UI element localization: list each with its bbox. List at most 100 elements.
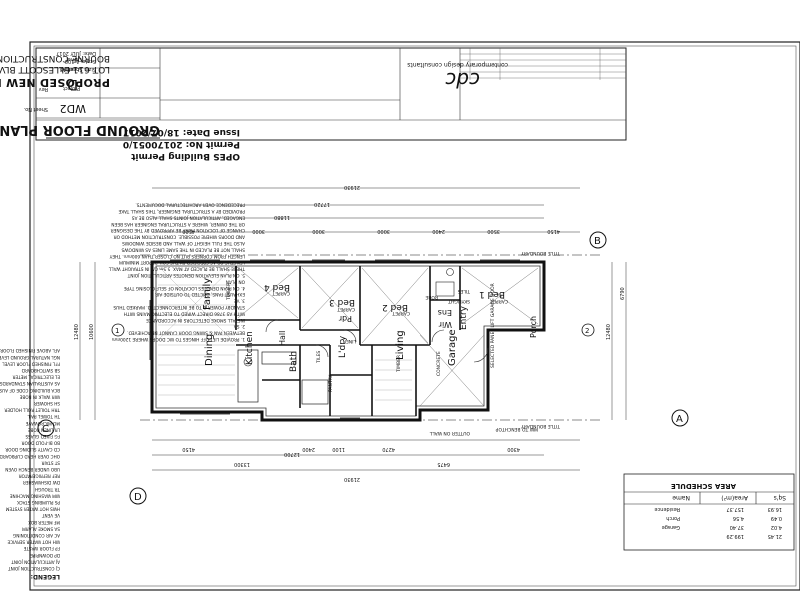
room-bed2: Bed 2 [382, 302, 408, 312]
dim-bottom-garage: 6475 [437, 461, 450, 467]
dim-bottom-living: 4270 [382, 446, 395, 452]
dim-top-family: 4500 [182, 228, 195, 234]
legend-item: EL ELECTRICAL METER [13, 375, 60, 380]
legend-item: TH TOWEL RAIL [27, 414, 61, 419]
legend-item: ST STAIR [41, 460, 60, 465]
title-boundary-bottom: TITLE BOUNDARY [521, 423, 561, 429]
marker-b: B [594, 236, 601, 247]
finish-ens: TILES [458, 288, 471, 294]
dim-left-a: 12480 [74, 324, 80, 340]
note-line: 3. VE [234, 298, 245, 304]
area-schedule-cell: 37.40 [730, 524, 744, 530]
area-schedule-cell: Residence [654, 506, 680, 512]
note-line: 4. ON PLAN DENOTES LOCATION OF SELF CLOS… [124, 285, 245, 291]
legend-item: FG FIXED GLASS [25, 434, 60, 439]
marker-section-2: 2 [585, 327, 589, 335]
skylight-note: SKYLIGHT [448, 298, 470, 304]
note-line: LENGTH FROM CORNERS BUT NO CLOSER THAN 6… [109, 253, 245, 259]
legend-title: LEGEND: [31, 573, 60, 580]
dim-bottom-dining: 4150 [182, 446, 195, 452]
area-schedule-cell: 157.37 [727, 506, 745, 512]
legend-item: SA SMOKE ALARM [22, 526, 60, 531]
permit-line-1: OPES Building Permit [130, 151, 240, 161]
sheet-border [29, 41, 800, 591]
note-line: ENGAGED, ARTICULATION JOINTS SHALL ALSO … [132, 214, 245, 220]
area-schedule-title: AREA SCHEDULE [671, 482, 736, 490]
area-schedule-cell: 21.45 [768, 533, 782, 539]
legend-item: DW DISHWASHER [23, 480, 60, 485]
room-wir: Wir [438, 320, 452, 329]
room-kitchen: Kitchen [245, 331, 255, 365]
outer-walls [150, 260, 546, 422]
note-line: STANDBY POWER & TO BE INTERCONNECTED. MA… [113, 304, 245, 310]
note-line: BETWEEN PAN & SWING DOOR CANNOT BE ACHIE… [127, 330, 245, 336]
room-ens: Ens [438, 308, 452, 317]
legend-item: DP DOWNPIPE [30, 553, 60, 558]
dimension-lines [79, 187, 627, 471]
note-line: PRECEDENCE OVER ARCHITECTURAL DOCUMENTS. [135, 202, 245, 208]
dim-top-bed1: 3500 [487, 228, 500, 234]
linen-note: LINEN [343, 338, 356, 344]
kitchen-sink [243, 357, 253, 367]
legend-item: AFL ABOVE FINISHED FLOOR LEVEL [0, 348, 60, 353]
area-schedule-cell: 4.56 [733, 515, 744, 521]
marker-c: C [42, 424, 49, 435]
legend-item: AS AUSTRALIAN STANDARDS [0, 381, 60, 386]
dim-bottom-overall: 21930 [344, 476, 360, 482]
legend-item: PS PLUMBING STACK [17, 500, 60, 505]
project-title: PROPOSED NEW RESIDENCE [0, 76, 110, 89]
area-schedule-cell: Porch [666, 515, 680, 521]
ensuite-shower [435, 281, 455, 297]
legend-item: SH SHOWER [34, 401, 60, 406]
revision-letter: D [67, 76, 78, 92]
area-schedule-header: Area(m²) [721, 494, 748, 501]
note-line: INSTALL SMOKE DETECTORS IN ACCORDANCE [146, 317, 245, 323]
door-swings [265, 319, 489, 363]
legend-item: LR LINEN ROBE [28, 427, 60, 432]
garage-slab-lines [237, 267, 539, 407]
title-block: PROPOSED NEW RESIDENCE LOT 611 ELLESCOTT… [0, 47, 627, 161]
area-schedule-cell: 4.02 [771, 524, 782, 530]
rev-label: Rev [39, 86, 48, 92]
room-living: Living [395, 330, 406, 360]
finish-garage: CONCRETE [436, 351, 442, 376]
note-line: 1. PROVIDE LIFT OFF HINGES TO WC DOORS W… [112, 336, 245, 342]
room-hall: Hall [278, 331, 287, 346]
room-porch: Porch [529, 316, 538, 338]
legend-item: SB SWITCHBOARD [22, 368, 60, 373]
dim-top-ens: 2400 [432, 228, 445, 234]
finish-living: TIMBER [396, 355, 402, 373]
finish-laundry: TILES [316, 351, 322, 364]
legend-item: WH HOT WATER SERVICE [7, 540, 60, 545]
note-line: CHANGE OF LOCATION MUST BE APPROVED BY T… [111, 227, 245, 233]
legend-item: MF METER BOX [28, 520, 60, 525]
sheet-inner-border [33, 45, 797, 587]
legend-item: AJ ARTICULATION JOINT [11, 559, 60, 564]
legend-item: UBO UNDER BENCH OVEN [5, 467, 60, 472]
note-line: SHALL NOT BE PLACED IN THE SAME LINES AS… [121, 246, 245, 252]
note-line: EXHAUST FANS, DUCTED TO OUTSIDE AIR [155, 291, 245, 297]
dim-bottom-wc: 1100 [332, 446, 345, 452]
robe-note: ROBE [425, 294, 438, 300]
dim-right-a: 12480 [606, 324, 612, 340]
dim-bottom-porch: 4300 [507, 446, 520, 452]
note-line: 2. SA [234, 323, 245, 329]
client-name: BOURNE CONSTRUCTION [0, 53, 110, 63]
legend-item: NGL NATURAL GROUND LEVEL [0, 355, 60, 360]
dim-top-overall: 21930 [344, 184, 360, 190]
owner-label: Owner [65, 56, 82, 62]
marker-a: A [676, 414, 683, 425]
room-pdr: Pdr [338, 314, 352, 323]
area-schedule-cell: 199.29 [727, 533, 745, 539]
finish-bed2: CARPET [392, 310, 410, 316]
sheet-number: WD2 [60, 102, 86, 115]
dim-top-bed3: 3000 [312, 228, 325, 234]
legend-item: MO MICROWAVE [25, 421, 60, 426]
sheet-size: Size: Sheet A3 [60, 66, 96, 72]
mw-note: MW TO BENCHTOP [495, 426, 538, 432]
finish-bed3: CARPET [337, 306, 355, 312]
firm-logo: cdc [445, 68, 480, 92]
timber-floor-hatch [158, 267, 412, 401]
note-line: AND DOORS WHERE POSSIBLE. CONSTRUCTION M… [114, 234, 245, 240]
